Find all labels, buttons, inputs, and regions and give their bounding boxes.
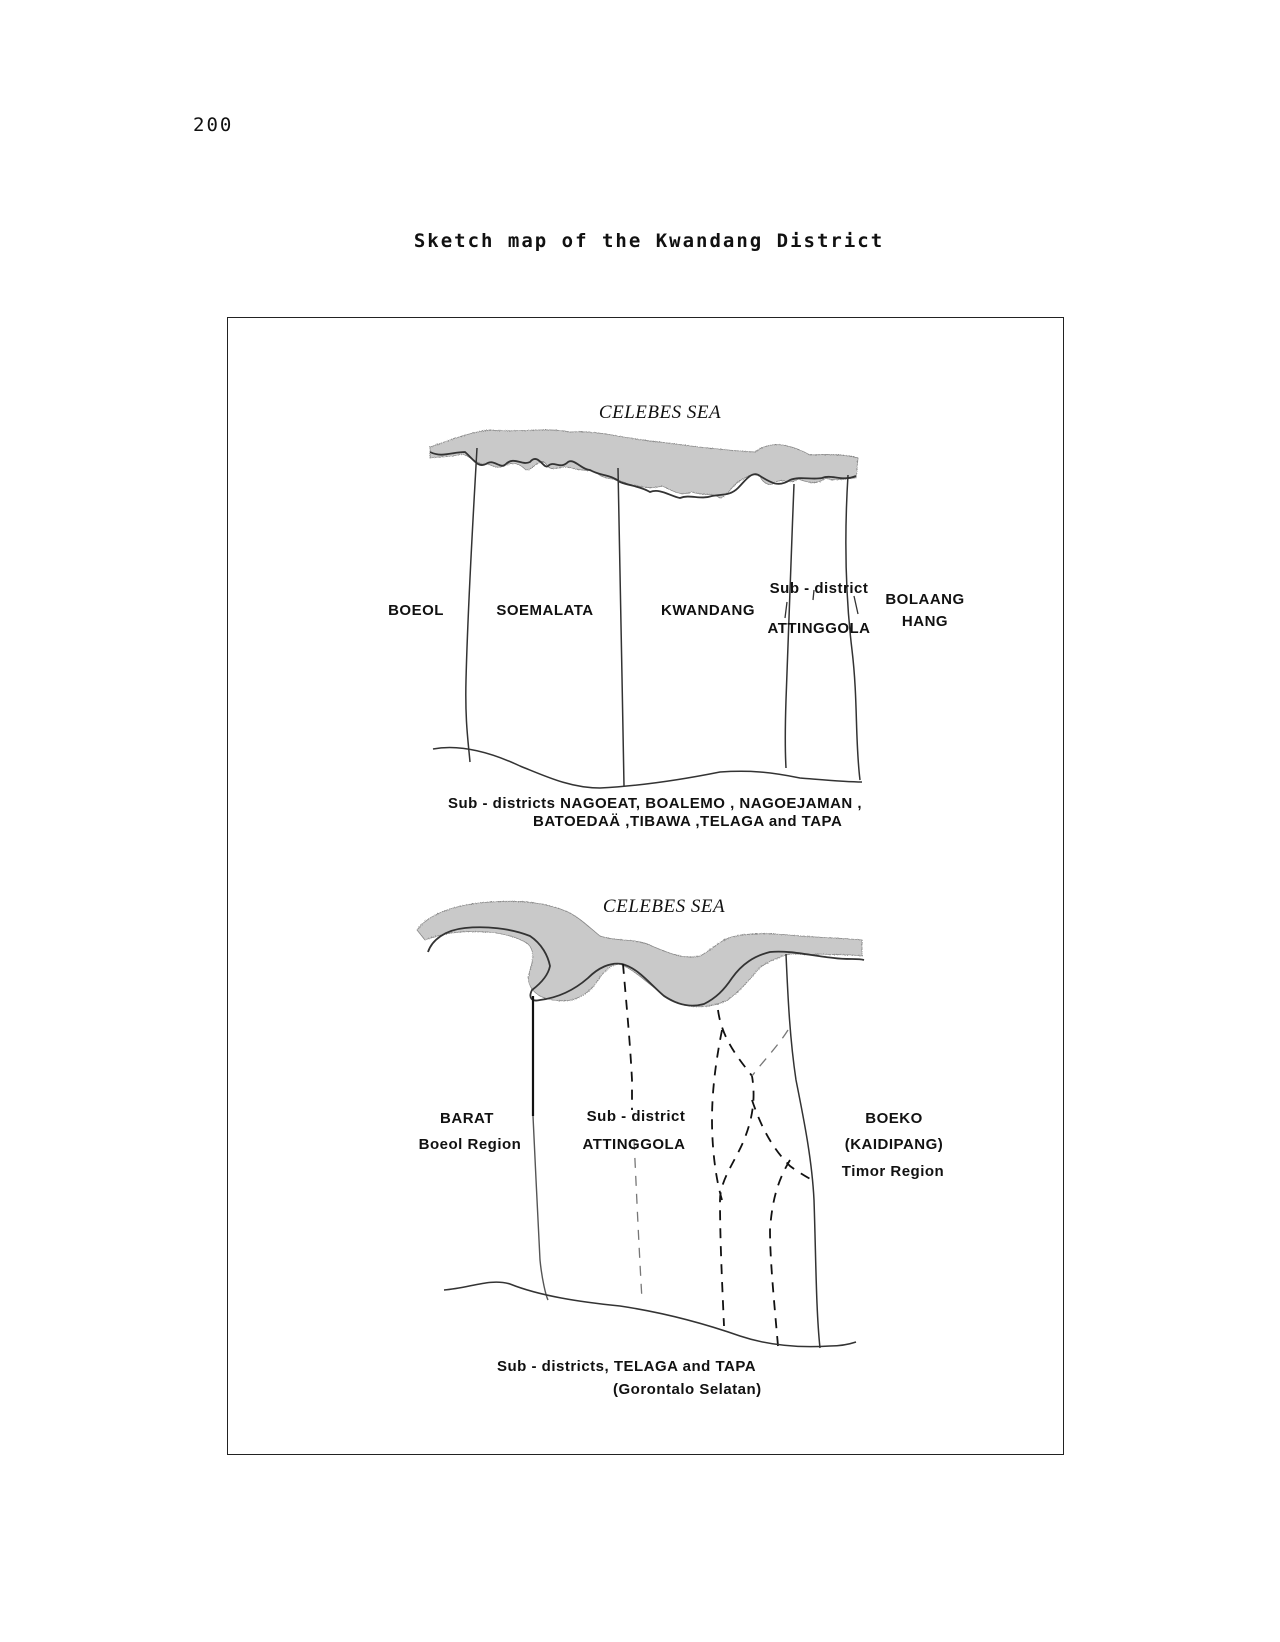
- map2-coastline: [427, 926, 865, 1007]
- map2-boundary-attinggola-upper: [622, 963, 633, 1110]
- map1-south-boundary: [432, 746, 863, 789]
- map1-subdistrict-ticks: [784, 589, 859, 619]
- map2-region-timor: Timor Region: [841, 1163, 945, 1180]
- map1-region-bolaang: BOLAANG: [885, 591, 965, 608]
- map2-sea-label: CELEBES SEA: [602, 896, 726, 917]
- map2-region-barat: BARAT: [440, 1110, 494, 1127]
- map2-boundary-center-west: [711, 1029, 723, 1201]
- map1-subdistrict-attinggola: ATTINGGOLA: [767, 620, 871, 637]
- map1-boundary-kwandang: [784, 483, 795, 769]
- page-title: Sketch map of the Kwandang District: [413, 230, 885, 252]
- map1-south-caption-line1: Sub - districts NAGOEAT, BOALEMO , NAGOE…: [448, 795, 863, 812]
- map2-south-boundary: [443, 1281, 857, 1348]
- map1-boundary-soemalata: [617, 467, 625, 787]
- map1-south-caption-line2: BATOEDAÄ ,TIBAWA ,TELAGA and TAPA: [533, 813, 843, 830]
- map1-region-soemalata: SOEMALATA: [496, 602, 594, 619]
- map2-boundary-ne-diagonal: [751, 1029, 789, 1077]
- map1-region-hang: HANG: [901, 613, 949, 630]
- map1-boundary-attinggola: [845, 474, 861, 781]
- map2-south-caption-line1: Sub - districts, TELAGA and TAPA: [497, 1358, 757, 1375]
- map1: [429, 429, 863, 789]
- map2-region-boeol: Boeol Region: [418, 1136, 522, 1153]
- map2-boundary-attinggola-lower: [633, 1139, 643, 1301]
- map1-boundary-boeol: [465, 447, 478, 763]
- map-frame: [227, 317, 1064, 1455]
- map2-boundary-barat: [532, 1115, 549, 1301]
- map1-region-kwandang: KWANDANG: [661, 602, 755, 619]
- map2-boundary-branch: [751, 1099, 817, 1183]
- map2-boundary-boeko: [785, 953, 821, 1349]
- map2: [416, 900, 865, 1349]
- map2-boundary-center-east: [717, 1009, 755, 1327]
- map1-coastline: [429, 451, 857, 499]
- map2-region-boeko: BOEKO: [865, 1110, 923, 1127]
- map2-boundary-inner: [769, 1159, 791, 1347]
- map1-subdistrict-label: Sub - district: [769, 580, 869, 597]
- map1-sea-band: [429, 429, 859, 499]
- map2-region-kaidipang: (KAIDIPANG): [844, 1136, 944, 1153]
- map2-subdistrict-label: Sub - district: [586, 1108, 686, 1125]
- map1-sea-label: CELEBES SEA: [598, 402, 722, 423]
- map1-region-boeol: BOEOL: [388, 602, 444, 619]
- map2-subdistrict-attinggola: ATTINGGOLA: [582, 1136, 686, 1153]
- page-number: 200: [193, 114, 234, 136]
- map2-south-caption-line2: (Gorontalo Selatan): [613, 1381, 762, 1398]
